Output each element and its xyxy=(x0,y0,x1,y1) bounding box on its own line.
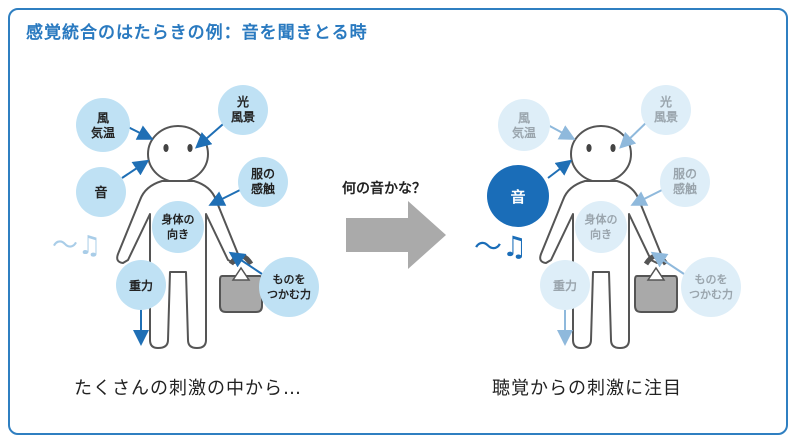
right-grip-line2: つかむ力 xyxy=(689,287,733,301)
left-light-line2: 風景 xyxy=(231,110,255,124)
middle-question-label: 何の音かな？ xyxy=(342,181,426,197)
left-body-line2: 向き xyxy=(167,227,189,241)
left-wind-line2: 気温 xyxy=(91,125,115,140)
left-caption: たくさんの刺激の中から… xyxy=(74,378,302,399)
left-body-line1: 身体の xyxy=(162,212,195,226)
left-bubble-wind: 風 気温 xyxy=(76,98,130,152)
right-caption: 聴覚からの刺激に注目 xyxy=(492,378,682,399)
right-sound-arrow xyxy=(547,159,573,179)
right-bubble-clothes: 服の 感触 xyxy=(660,157,710,207)
left-clothes-line2: 感触 xyxy=(251,181,275,196)
left-bubble-grip: ものを つかむ力 xyxy=(259,257,319,317)
right-arrows-faded xyxy=(545,117,685,346)
right-bubble-body: 身体の 向き xyxy=(575,201,627,253)
right-wind-line2: 気温 xyxy=(512,125,536,140)
left-figure: 風 気温 光 風景 音 服の 感触 身体の 向き 重力 ものを xyxy=(52,85,319,349)
left-wind-line1: 風 xyxy=(97,111,109,125)
left-bag-icon xyxy=(219,253,263,313)
right-light-line1: 光 xyxy=(659,94,672,109)
left-arrows xyxy=(121,117,263,346)
right-face xyxy=(586,144,616,152)
left-sound-label: 音 xyxy=(94,185,107,201)
right-bubble-grip: ものを つかむ力 xyxy=(681,257,741,317)
right-person xyxy=(539,125,663,349)
left-bubble-gravity: 重力 xyxy=(116,260,166,310)
right-bubble-light: 光 風景 xyxy=(641,85,691,135)
left-grip-line2: つかむ力 xyxy=(267,287,311,301)
left-light-line1: 光 xyxy=(236,94,249,109)
left-gravity-label: 重力 xyxy=(129,278,153,293)
right-clothes-line1: 服の xyxy=(673,166,697,181)
right-body-line1: 身体の xyxy=(585,212,618,226)
right-body-line2: 向き xyxy=(590,227,612,241)
left-bubble-clothes: 服の 感触 xyxy=(238,157,288,207)
right-music-note-icon: 〜♫ xyxy=(474,230,527,263)
diagram-title: 感覚統合のはたらきの例：音を聞きとる時 xyxy=(26,23,368,43)
right-figure: 風 気温 光 風景 音 服の 感触 身体の 向き 重力 ものを xyxy=(474,85,741,349)
right-bubble-wind: 風 気温 xyxy=(498,99,550,151)
left-music-note-icon: 〜♫ xyxy=(52,231,101,261)
left-face xyxy=(163,144,193,152)
right-wind-line1: 風 xyxy=(518,111,530,125)
right-light-line2: 風景 xyxy=(654,110,678,124)
left-bubble-sound: 音 xyxy=(76,167,126,217)
left-clothes-line1: 服の xyxy=(251,166,275,181)
right-gravity-label: 重力 xyxy=(553,278,577,293)
right-bubble-gravity: 重力 xyxy=(540,260,590,310)
right-clothes-line2: 感触 xyxy=(673,181,697,196)
left-grip-line1: ものを xyxy=(273,273,306,286)
right-bubble-sound-active: 音 xyxy=(487,165,549,227)
left-bubble-body: 身体の 向き xyxy=(152,201,204,253)
right-grip-line1: ものを xyxy=(695,273,728,286)
left-bubble-light: 光 風景 xyxy=(218,85,268,135)
right-sound-label: 音 xyxy=(510,188,525,206)
big-right-arrow-icon xyxy=(346,201,446,269)
